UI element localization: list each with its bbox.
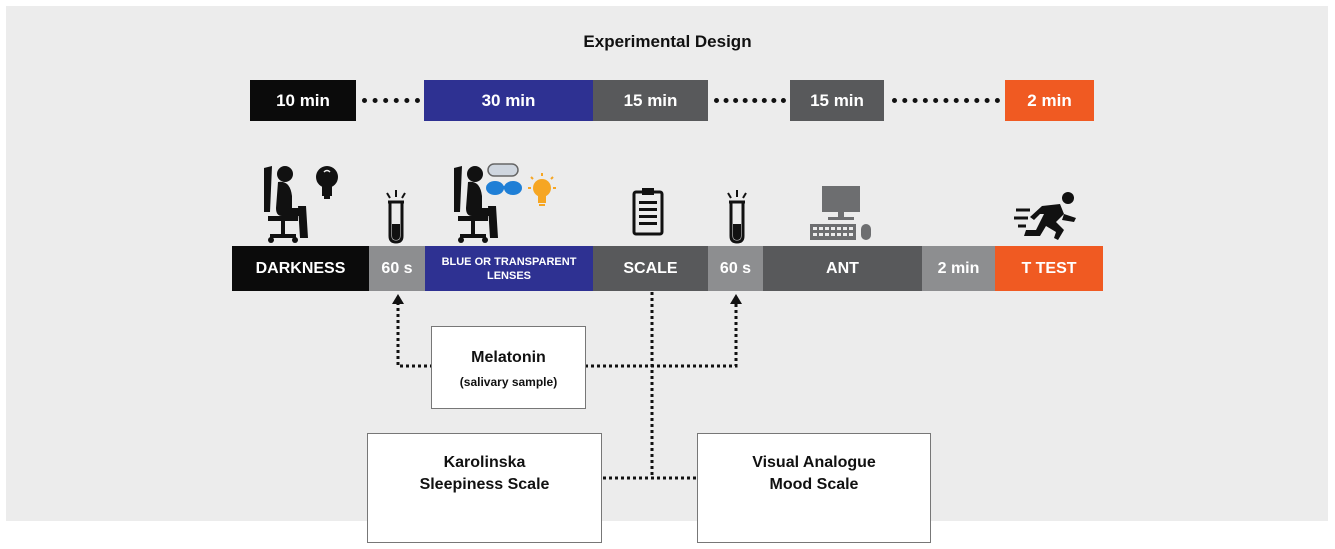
melatonin-sublabel: (salivary sample)	[459, 374, 558, 389]
test-tube-icon	[727, 190, 747, 244]
light-bulb-on-icon	[528, 173, 556, 206]
segment-scale: SCALE	[593, 246, 708, 291]
timeline-2min: 2 min	[1005, 80, 1094, 121]
segment-2min: 2 min	[922, 246, 995, 291]
glasses-icon	[486, 163, 522, 195]
clipboard-icon	[632, 188, 664, 236]
karolinska-label-1: Karolinska	[443, 454, 526, 471]
diagram-title: Experimental Design	[583, 32, 752, 51]
melatonin-label: Melatonin	[471, 348, 546, 366]
running-person-icon	[1014, 192, 1076, 240]
timeline-30min: 30 min	[424, 80, 593, 121]
segment-t-test: T TEST	[995, 246, 1103, 291]
timeline-dots	[892, 98, 1000, 103]
segment-darkness: DARKNESS	[232, 246, 369, 291]
seated-person-icon	[264, 166, 308, 243]
vams-label-2: Mood Scale	[769, 476, 859, 493]
vams-box: Visual Analogue Mood Scale	[697, 433, 931, 543]
timeline-dots	[714, 98, 786, 103]
light-bulb-off-icon	[316, 166, 338, 199]
seated-person-icon	[454, 166, 498, 243]
karolinska-label-2: Sleepiness Scale	[419, 476, 550, 493]
karolinska-box: Karolinska Sleepiness Scale	[367, 433, 602, 543]
timeline-10min: 10 min	[250, 80, 356, 121]
melatonin-box: Melatonin (salivary sample)	[431, 326, 586, 409]
timeline-15min-a: 15 min	[593, 80, 708, 121]
segment-ant: ANT	[763, 246, 922, 291]
computer-icon	[810, 186, 871, 240]
timeline-15min-b: 15 min	[790, 80, 884, 121]
segment-60s-second: 60 s	[708, 246, 763, 291]
vams-label-1: Visual Analogue	[752, 454, 876, 471]
timeline-dots	[362, 98, 420, 103]
test-tube-icon	[386, 190, 406, 244]
segment-60s-first: 60 s	[369, 246, 425, 291]
segment-lenses: BLUE OR TRANSPARENT LENSES	[425, 246, 593, 291]
